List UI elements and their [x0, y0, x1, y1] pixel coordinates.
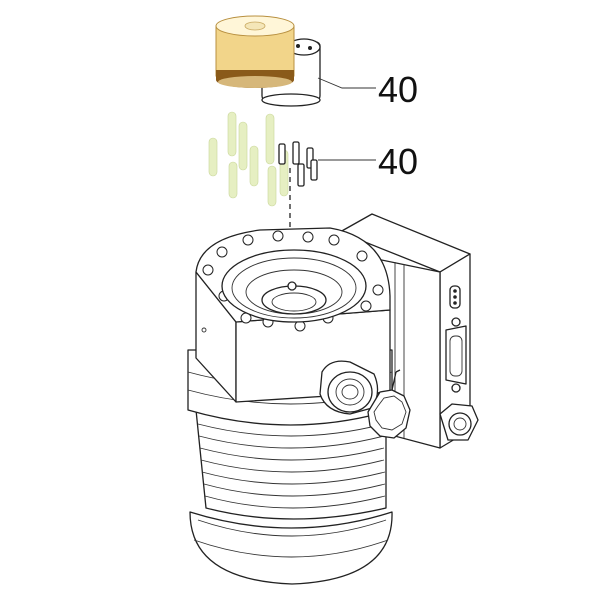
pin-set-icon — [278, 141, 318, 187]
filter-cartridge-icon — [215, 15, 321, 107]
pump-assembly-icon — [187, 213, 479, 585]
callout-top: 40 — [317, 69, 418, 110]
callout-label-2: 40 — [378, 141, 418, 182]
callout-middle: 40 — [318, 141, 418, 182]
felt-pins — [208, 111, 289, 207]
callout-label-1: 40 — [378, 69, 418, 110]
